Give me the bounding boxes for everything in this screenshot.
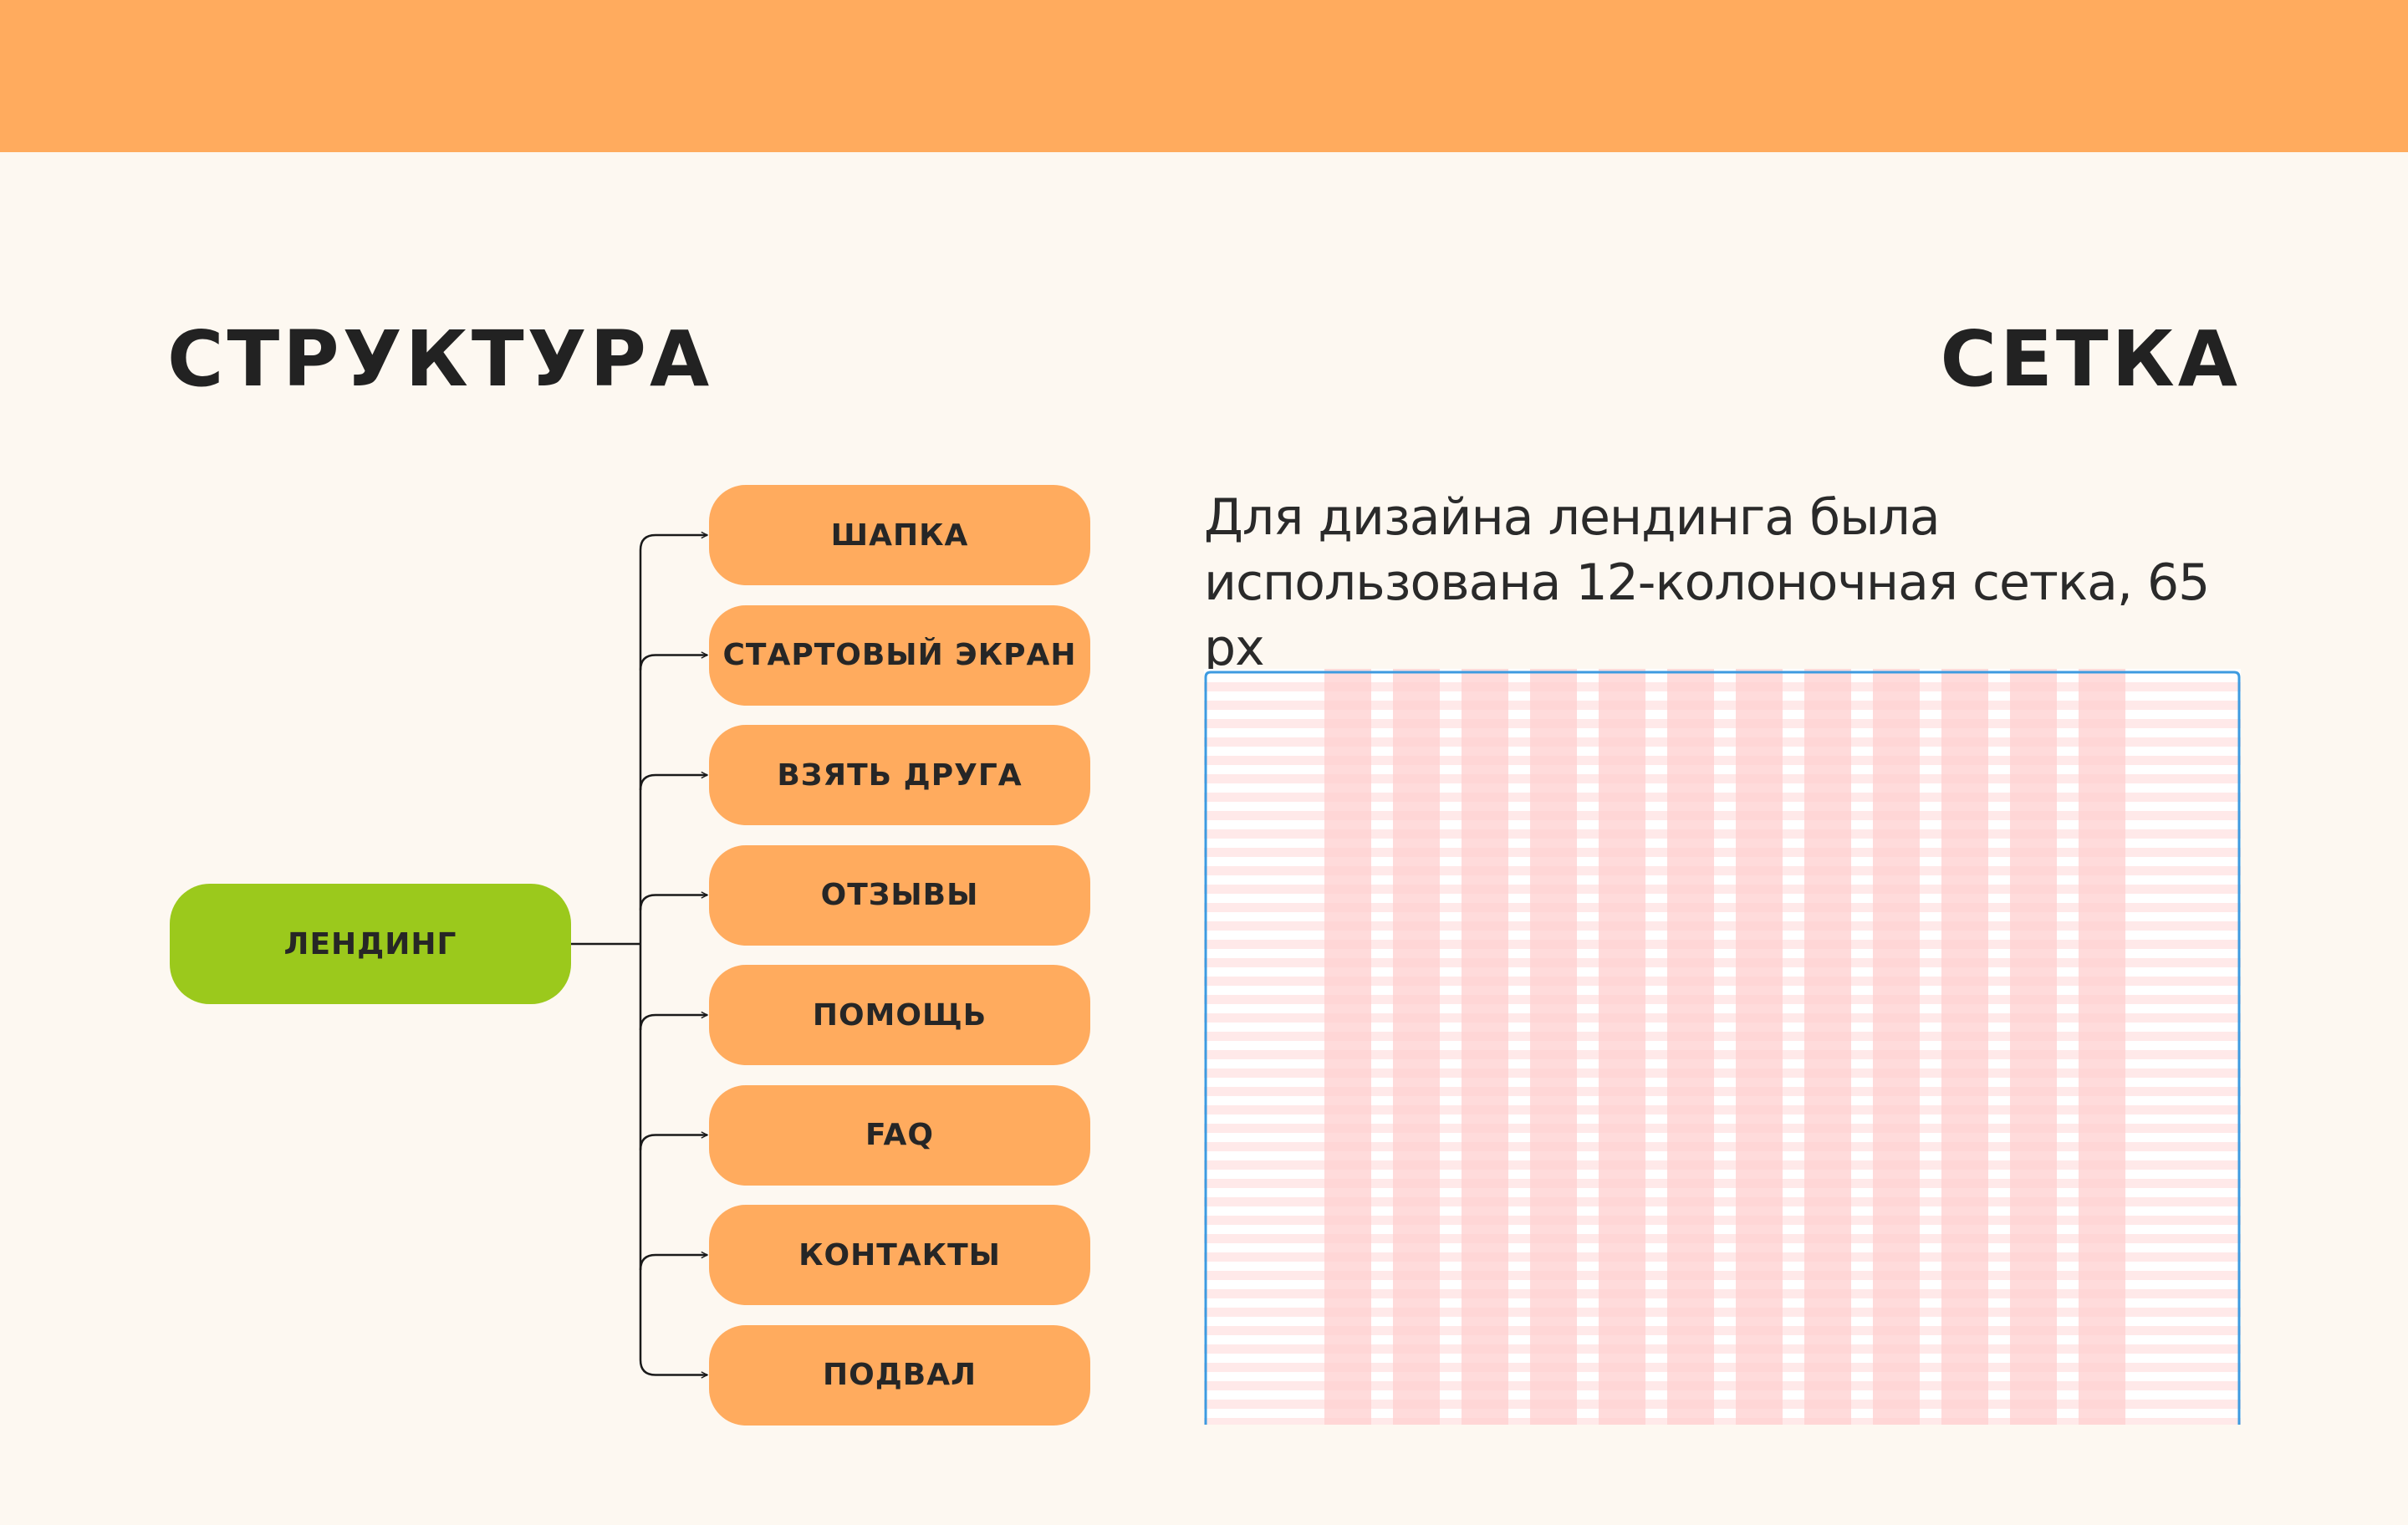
child-node-label: ПОДВАЛ	[823, 1358, 977, 1392]
grid-column	[1324, 669, 1371, 1425]
structure-title: СТРУКТУРА	[167, 314, 713, 404]
child-node-faq: FAQ	[709, 1084, 1090, 1186]
grid-column	[1736, 669, 1783, 1425]
header-band	[0, 0, 2408, 152]
root-node-landing: ЛЕНДИНГ	[170, 884, 571, 1004]
grid-row-band	[1204, 903, 2241, 912]
grid-row-band	[1204, 1160, 2241, 1170]
grid-row-band	[1204, 921, 2241, 931]
grid-column	[1873, 669, 1920, 1425]
child-node-help: ПОМОЩЬ	[709, 965, 1090, 1065]
child-node-label: FAQ	[865, 1118, 934, 1152]
grid-preview	[1204, 669, 2241, 1425]
grid-column	[1941, 669, 1988, 1425]
grid-row-band	[1204, 793, 2241, 802]
branch-connector	[639, 1135, 707, 1150]
grid-row-band	[1204, 829, 2241, 839]
grid-row-band	[1204, 756, 2241, 765]
child-node-take-friend: ВЗЯТЬ ДРУГА	[709, 725, 1090, 825]
child-node-contacts: КОНТАКТЫ	[709, 1205, 1090, 1305]
child-node-label: ПОМОЩЬ	[812, 997, 987, 1033]
child-node-label: ОТЗЫВЫ	[820, 878, 979, 912]
grid-row-band	[1204, 719, 2241, 728]
grid-row-band	[1204, 1326, 2241, 1335]
grid-row-band	[1204, 977, 2241, 986]
grid-row-band	[1204, 1400, 2241, 1409]
child-node-label: КОНТАКТЫ	[798, 1237, 1001, 1273]
branch-connector	[639, 655, 707, 671]
grid-title: СЕТКА	[1940, 314, 2241, 404]
grid-row-band	[1204, 1308, 2241, 1317]
grid-row-band	[1204, 1418, 2241, 1425]
grid-column	[1393, 669, 1440, 1425]
grid-row-band	[1204, 1087, 2241, 1096]
grid-row-band	[1204, 1013, 2241, 1023]
grid-row-band	[1204, 1252, 2241, 1262]
grid-row-band	[1204, 1105, 2241, 1114]
grid-column	[1599, 669, 1645, 1425]
grid-column	[2010, 669, 2057, 1425]
grid-column	[1462, 669, 1508, 1425]
grid-row-band	[1204, 774, 2241, 783]
grid-column	[1804, 669, 1851, 1425]
child-node-label: СТАРТОВЫЙ ЭКРАН	[722, 638, 1077, 672]
child-node-footer: ПОДВАЛ	[709, 1324, 1090, 1426]
grid-row-band	[1204, 1197, 2241, 1206]
grid-row-band	[1204, 1363, 2241, 1372]
grid-row-band	[1204, 885, 2241, 894]
grid-row-band	[1204, 1124, 2241, 1133]
grid-row-band	[1204, 1344, 2241, 1354]
child-node-label: ВЗЯТЬ ДРУГА	[777, 757, 1023, 793]
grid-column	[1667, 669, 1714, 1425]
branch-connector	[639, 535, 707, 551]
grid-layout-preview	[1204, 669, 2241, 1425]
root-node-label: ЛЕНДИНГ	[283, 926, 457, 961]
grid-row-band	[1204, 682, 2241, 691]
grid-row-band	[1204, 1069, 2241, 1078]
grid-frame	[1204, 671, 2241, 1425]
grid-row-band	[1204, 1216, 2241, 1225]
grid-column	[1530, 669, 1577, 1425]
grid-row-band	[1204, 995, 2241, 1004]
grid-row-band	[1204, 1234, 2241, 1243]
grid-column	[2079, 669, 2125, 1425]
grid-row-band	[1204, 1381, 2241, 1390]
grid-row-band	[1204, 958, 2241, 967]
grid-row-band	[1204, 1179, 2241, 1188]
grid-row-band	[1204, 848, 2241, 857]
grid-row-band	[1204, 1032, 2241, 1041]
grid-row-band	[1204, 866, 2241, 875]
grid-row-band	[1204, 1142, 2241, 1151]
child-node-label: ШАПКА	[830, 518, 969, 553]
grid-description: Для дизайна лендинга была использована 1…	[1204, 488, 2210, 677]
child-node-start-screen: СТАРТОВЫЙ ЭКРАН	[709, 604, 1090, 706]
child-node-reviews: ОТЗЫВЫ	[709, 844, 1090, 946]
branch-connector	[639, 1255, 707, 1271]
branch-connector	[639, 1015, 707, 1031]
branch-connector	[639, 775, 707, 791]
grid-row-band	[1204, 701, 2241, 710]
grid-row-band	[1204, 1289, 2241, 1298]
grid-row-band	[1204, 940, 2241, 949]
grid-row-band	[1204, 1050, 2241, 1059]
child-node-header: ШАПКА	[709, 485, 1090, 585]
grid-row-band	[1204, 1271, 2241, 1280]
branch-connector	[639, 1359, 707, 1375]
branch-connector	[639, 895, 707, 910]
grid-row-band	[1204, 811, 2241, 820]
grid-row-band	[1204, 737, 2241, 747]
